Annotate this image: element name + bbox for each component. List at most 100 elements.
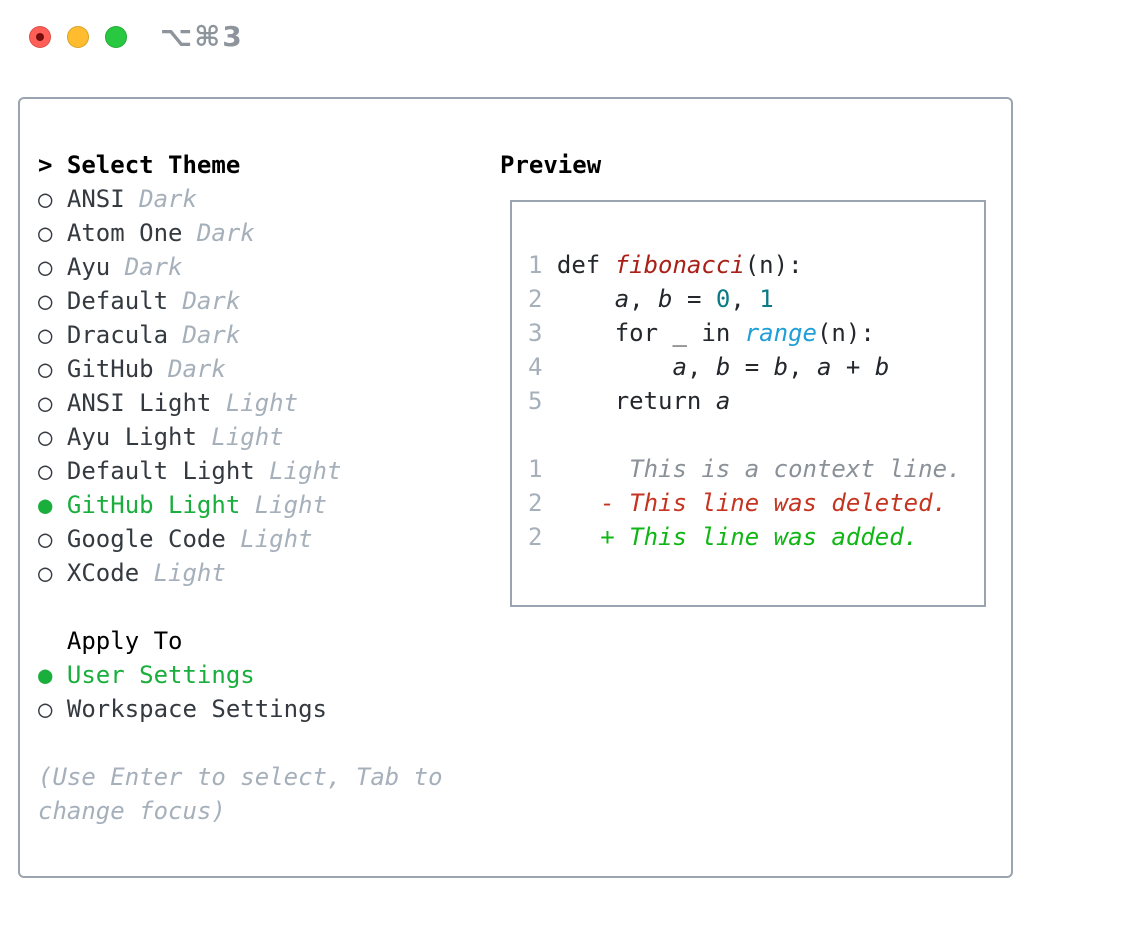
theme-name: GitHub — [66, 355, 154, 383]
radio-icon: ○ — [38, 185, 53, 213]
line-number: 2 — [528, 489, 543, 517]
code-token: (n): — [744, 251, 803, 279]
theme-name: Atom One — [66, 219, 183, 247]
theme-name: Ayu — [66, 253, 111, 281]
code-token: a — [817, 353, 832, 381]
spacer — [38, 590, 443, 624]
code-token: a — [715, 387, 731, 415]
radio-icon: ○ — [38, 219, 53, 247]
code-token — [557, 285, 615, 313]
line-number: 3 — [528, 319, 543, 347]
prompt-icon: > — [38, 151, 53, 179]
code-token: (n): — [816, 319, 875, 347]
code-token: , — [788, 353, 818, 381]
code-line: 3 for _ in range(n): — [528, 316, 984, 350]
apply-option-label: User Settings — [66, 661, 255, 689]
code-token: + — [831, 353, 875, 381]
minimize-button[interactable] — [67, 26, 89, 48]
radio-icon: ○ — [38, 423, 53, 451]
zoom-button[interactable] — [105, 26, 127, 48]
code-line: 5 return a — [528, 384, 984, 418]
radio-icon: ○ — [38, 287, 53, 315]
select-theme-title: Select Theme — [66, 151, 241, 179]
code-token: for _ in — [556, 319, 745, 347]
code-line: 4 a, b = b, a + b — [528, 350, 984, 384]
theme-variant-tag: Dark — [124, 253, 183, 281]
theme-variant-tag: Dark — [182, 287, 241, 315]
radio-icon: ○ — [38, 559, 53, 587]
window-title: ⌥⌘3 — [160, 20, 244, 53]
line-number: 1 — [528, 455, 543, 483]
theme-variant-tag: Dark — [168, 355, 226, 383]
diff-text: This is a context line. — [556, 455, 962, 483]
code-token: , — [686, 353, 716, 381]
code-token: return — [556, 387, 716, 415]
code-token: a — [672, 353, 687, 381]
code-line: 2 a, b = 0, 1 — [528, 282, 984, 316]
theme-variant-tag: Light — [225, 389, 299, 417]
radio-icon: ○ — [38, 389, 53, 417]
theme-option-ansi-dark[interactable]: ○ ANSI Dark — [38, 182, 443, 216]
theme-name: ANSI Light — [66, 389, 212, 417]
theme-variant-tag: Dark — [196, 219, 255, 247]
diff-text: - This line was deleted. — [556, 489, 948, 517]
theme-option-atom-one-dark[interactable]: ○ Atom One Dark — [38, 216, 443, 250]
radio-icon: ○ — [38, 253, 53, 281]
code-token: b — [715, 353, 731, 381]
spacer — [528, 418, 984, 452]
theme-variant-tag: Dark — [139, 185, 197, 213]
close-button[interactable] — [29, 26, 51, 48]
line-number: 4 — [528, 353, 543, 381]
line-number: 2 — [528, 285, 543, 313]
radio-icon: ○ — [38, 457, 53, 485]
apply-option-workspace-settings[interactable]: ○Workspace Settings — [38, 692, 443, 726]
spacer — [38, 726, 443, 760]
theme-variant-tag: Light — [254, 491, 327, 519]
code-token: def — [556, 251, 615, 279]
theme-option-ayu-dark[interactable]: ○ Ayu Dark — [38, 250, 443, 284]
theme-variant-tag: Light — [211, 423, 284, 451]
code-token: fibonacci — [614, 251, 745, 279]
line-number: 5 — [528, 387, 543, 415]
code-token: a — [614, 285, 630, 313]
code-token: = — [730, 353, 774, 381]
diff-added-line: 2 + This line was added. — [528, 520, 984, 554]
theme-name: ANSI — [66, 185, 125, 213]
radio-selected-icon: ● — [38, 491, 53, 519]
diff-text: + This line was added. — [556, 523, 919, 551]
keyboard-hint-line-1: (Use Enter to select, Tab to — [38, 763, 443, 791]
theme-option-github-light[interactable]: ● GitHub Light Light — [38, 488, 443, 522]
code-token: , — [629, 285, 659, 313]
theme-variant-tag: Light — [153, 559, 226, 587]
code-token: range — [744, 319, 817, 347]
theme-name: Default — [66, 287, 169, 315]
keyboard-hint-line-2: change focus) — [38, 797, 226, 825]
theme-name: GitHub Light — [66, 491, 241, 519]
radio-icon: ○ — [38, 321, 53, 349]
theme-variant-tag: Dark — [182, 321, 241, 349]
code-token: b — [773, 353, 789, 381]
theme-variant-tag: Light — [269, 457, 342, 485]
theme-option-default-dark[interactable]: ○ Default Dark — [38, 284, 443, 318]
code-token: = — [672, 285, 716, 313]
radio-icon: ○ — [38, 525, 53, 553]
theme-option-ayu-light[interactable]: ○ Ayu Light Light — [38, 420, 443, 454]
theme-option-ansi-light[interactable]: ○ ANSI Light Light — [38, 386, 443, 420]
theme-name: Ayu Light — [66, 423, 197, 451]
code-token: , — [730, 285, 760, 313]
code-token — [557, 353, 673, 381]
radio-icon: ○ — [38, 695, 53, 723]
apply-option-user-settings[interactable]: ●User Settings — [38, 658, 443, 692]
diff-context-line: 1 This is a context line. — [528, 452, 984, 486]
